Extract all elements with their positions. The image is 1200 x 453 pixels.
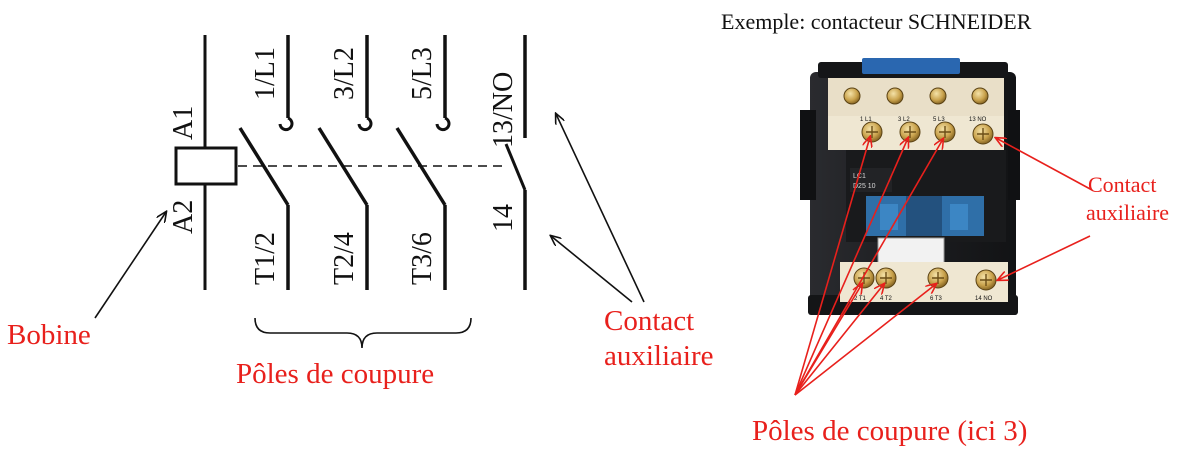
pole-1-bottom-label: T1/2 — [250, 232, 281, 285]
coil-pointer-arrow — [94, 212, 166, 319]
top-mark-1: 1 L1 — [860, 117, 872, 123]
bottom-mark-4: 14 NO — [975, 296, 993, 302]
coil-symbol: A1 A2 — [168, 35, 238, 290]
photo-poles-label: Pôles de coupure (ici 3) — [752, 415, 1027, 447]
aux-label-line1: Contact — [604, 305, 694, 337]
coil-label: Bobine — [7, 319, 91, 351]
bottom-mark-2: 4 T2 — [880, 296, 893, 302]
poles-label: Pôles de coupure — [236, 358, 434, 390]
coil-bottom-label: A2 — [168, 200, 199, 234]
photo-caption: Exemple: contacteur SCHNEIDER — [721, 9, 1032, 34]
pole-3-top-label: 5/L3 — [407, 47, 438, 100]
aux-bottom-label: 14 — [488, 204, 519, 232]
aux-label-line2: auxiliaire — [604, 340, 714, 372]
pole-2-top-label: 3/L2 — [329, 47, 360, 100]
front-badge-line2: D25 10 — [853, 183, 876, 190]
poles-arrow-top-3 — [794, 139, 943, 396]
pole-2: 3/L2 T2/4 — [317, 35, 373, 290]
photo-section: Exemple: contacteur SCHNEIDER — [721, 9, 1169, 447]
photo-aux-label-line2: auxiliaire — [1086, 200, 1169, 225]
aux-top-label: 13/NO — [488, 72, 519, 148]
bottom-mark-1: 2 T1 — [854, 296, 867, 302]
pole-1: 1/L1 T1/2 — [238, 35, 294, 290]
photo-aux-label-line1: Contact — [1088, 172, 1156, 197]
contactor-illustration: 1 L1 3 L2 5 L3 13 NO LC1 D25 10 — [800, 58, 1020, 315]
poles-arrows — [794, 137, 943, 396]
aux-photo-arrow-top — [996, 138, 1093, 191]
poles-arrow-bottom-3 — [794, 284, 936, 396]
aux-photo-arrow-bottom — [998, 235, 1091, 280]
poles-arrow-bottom-1 — [794, 284, 862, 396]
pole-3-bottom-label: T3/6 — [407, 232, 438, 285]
top-mark-2: 3 L2 — [898, 117, 910, 123]
poles-arrow-top-1 — [794, 137, 870, 396]
top-mark-3: 5 L3 — [933, 117, 945, 123]
coil-top-label: A1 — [168, 106, 199, 140]
pole-2-bottom-label: T2/4 — [329, 232, 360, 285]
aux-pointer-arrow-bottom — [551, 236, 633, 303]
aux-pointer-arrow-top — [556, 114, 645, 303]
schematic: A1 A2 1/L1 T1/2 3/L2 T2/4 — [7, 35, 714, 390]
poles-brace — [254, 317, 472, 349]
bottom-mark-3: 6 T3 — [930, 296, 943, 302]
top-mark-4: 13 NO — [969, 117, 987, 123]
bottom-terminals: 2 T1 4 T2 6 T3 14 NO — [853, 267, 997, 302]
poles-arrow-top-2 — [794, 138, 908, 396]
aux-contact: 13/NO 14 — [488, 35, 527, 290]
front-badge-line1: LC1 — [853, 173, 866, 180]
poles-arrow-bottom-2 — [794, 284, 884, 396]
pole-3: 5/L3 T3/6 — [395, 35, 451, 290]
pole-1-top-label: 1/L1 — [250, 47, 281, 100]
label-plate — [877, 237, 945, 265]
